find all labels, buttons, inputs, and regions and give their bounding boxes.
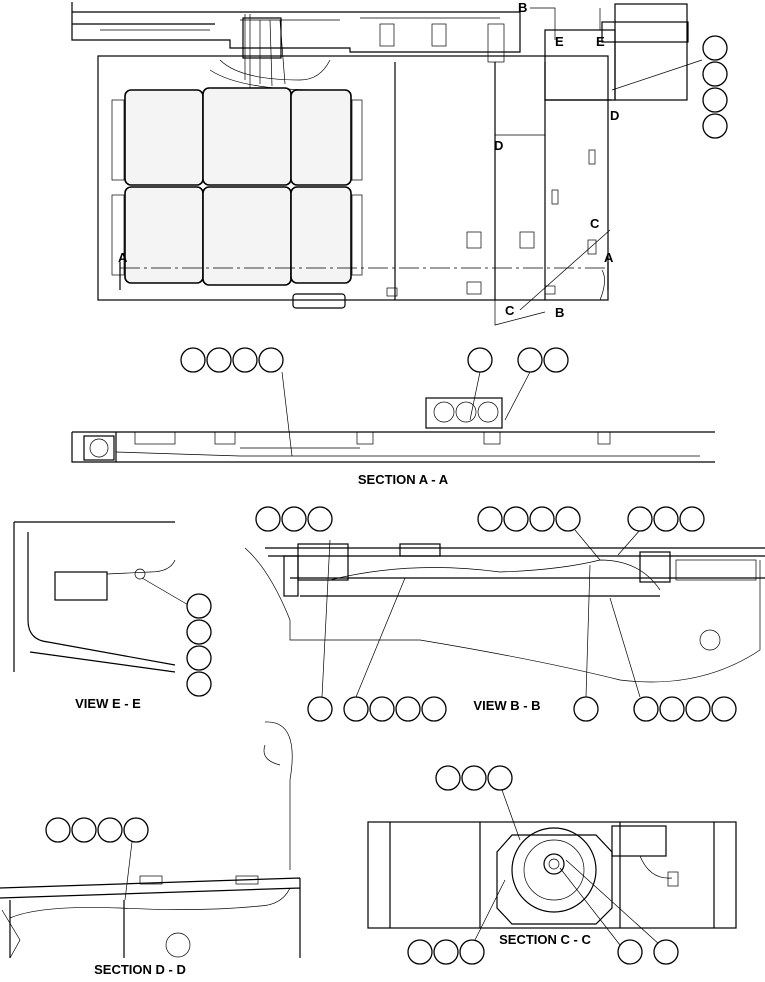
cut-marker-a-left: A: [118, 250, 128, 265]
cut-marker-c-bottom: C: [505, 303, 515, 318]
cut-marker-e-right: E: [596, 34, 605, 49]
cut-marker-e-left: E: [555, 34, 564, 49]
callout-bubble: [702, 113, 728, 139]
cut-marker-b-top: B: [518, 0, 527, 15]
callout-bubble: [702, 87, 728, 113]
callout-bubble: [702, 35, 728, 61]
view-ee-title: VIEW E - E: [75, 696, 141, 711]
cut-marker-d-left: D: [494, 138, 503, 153]
section-dd: SECTION D - D: [0, 721, 301, 977]
callout-group: [180, 347, 569, 373]
section-cc: SECTION C - C: [367, 765, 737, 965]
section-cc-title: SECTION C - C: [499, 932, 591, 947]
cut-marker-d-right: D: [610, 108, 619, 123]
callout-group: [255, 506, 737, 722]
section-aa-title: SECTION A - A: [358, 472, 449, 487]
section-aa: SECTION A - A: [71, 347, 715, 487]
cut-marker-c-top: C: [590, 216, 600, 231]
plan-view: A A B B C C D D E E: [71, 0, 728, 326]
view-ee: VIEW E - E: [13, 521, 212, 711]
view-bb-title: VIEW B - B: [473, 698, 540, 713]
cut-marker-a-right: A: [604, 250, 614, 265]
cut-marker-b-bottom: B: [555, 305, 564, 320]
callout-bubble: [702, 61, 728, 87]
view-bb: VIEW B - B: [244, 506, 765, 722]
section-dd-title: SECTION D - D: [94, 962, 186, 977]
